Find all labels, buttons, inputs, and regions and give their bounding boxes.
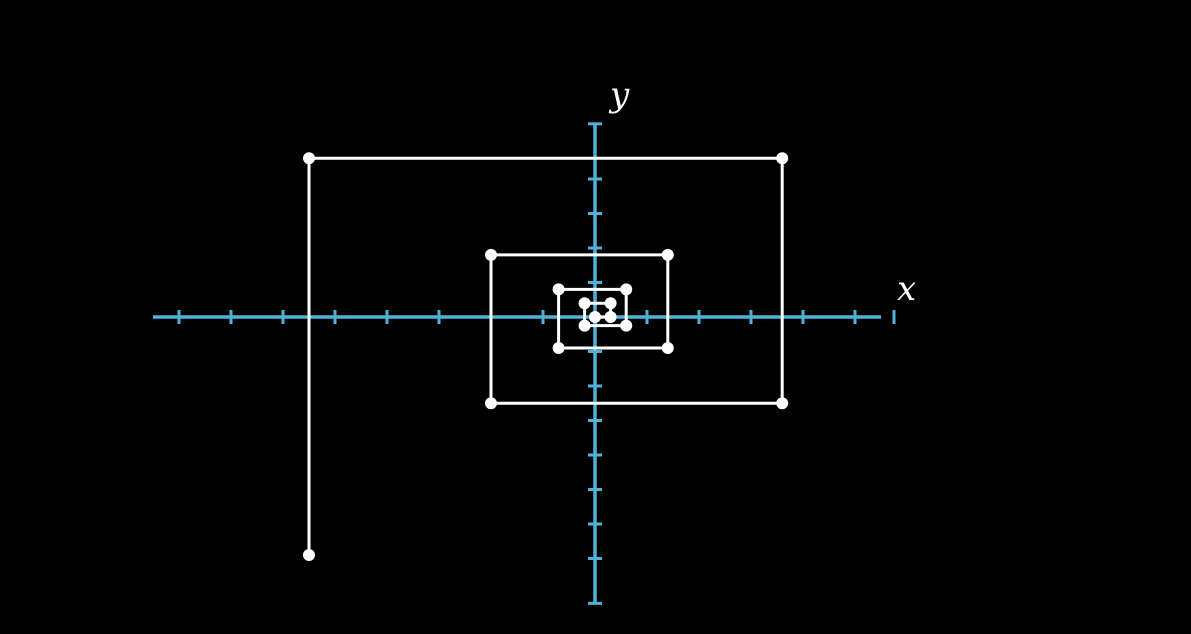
vertex-point <box>620 319 633 332</box>
vertex-point <box>578 319 591 332</box>
vertex-points <box>303 152 789 562</box>
spiral-path <box>307 156 784 556</box>
vertex-point <box>604 311 617 323</box>
vertex-point <box>552 283 565 296</box>
vertex-point <box>303 549 315 562</box>
vertex-point <box>485 397 497 410</box>
vertex-point <box>776 397 789 410</box>
vertex-point <box>661 248 674 261</box>
vertex-point <box>776 152 789 165</box>
vertex-point <box>620 283 633 296</box>
vertex-point <box>552 342 565 355</box>
vertex-point <box>303 152 315 165</box>
x-axis-label: x <box>897 269 916 309</box>
y-axis-label: y <box>608 75 630 115</box>
vertex-point <box>661 342 674 355</box>
vertex-point <box>485 248 497 261</box>
vertex-point <box>604 297 617 310</box>
vertex-point <box>578 297 591 310</box>
spiral-polyline <box>307 156 784 556</box>
vertex-point <box>589 311 601 323</box>
